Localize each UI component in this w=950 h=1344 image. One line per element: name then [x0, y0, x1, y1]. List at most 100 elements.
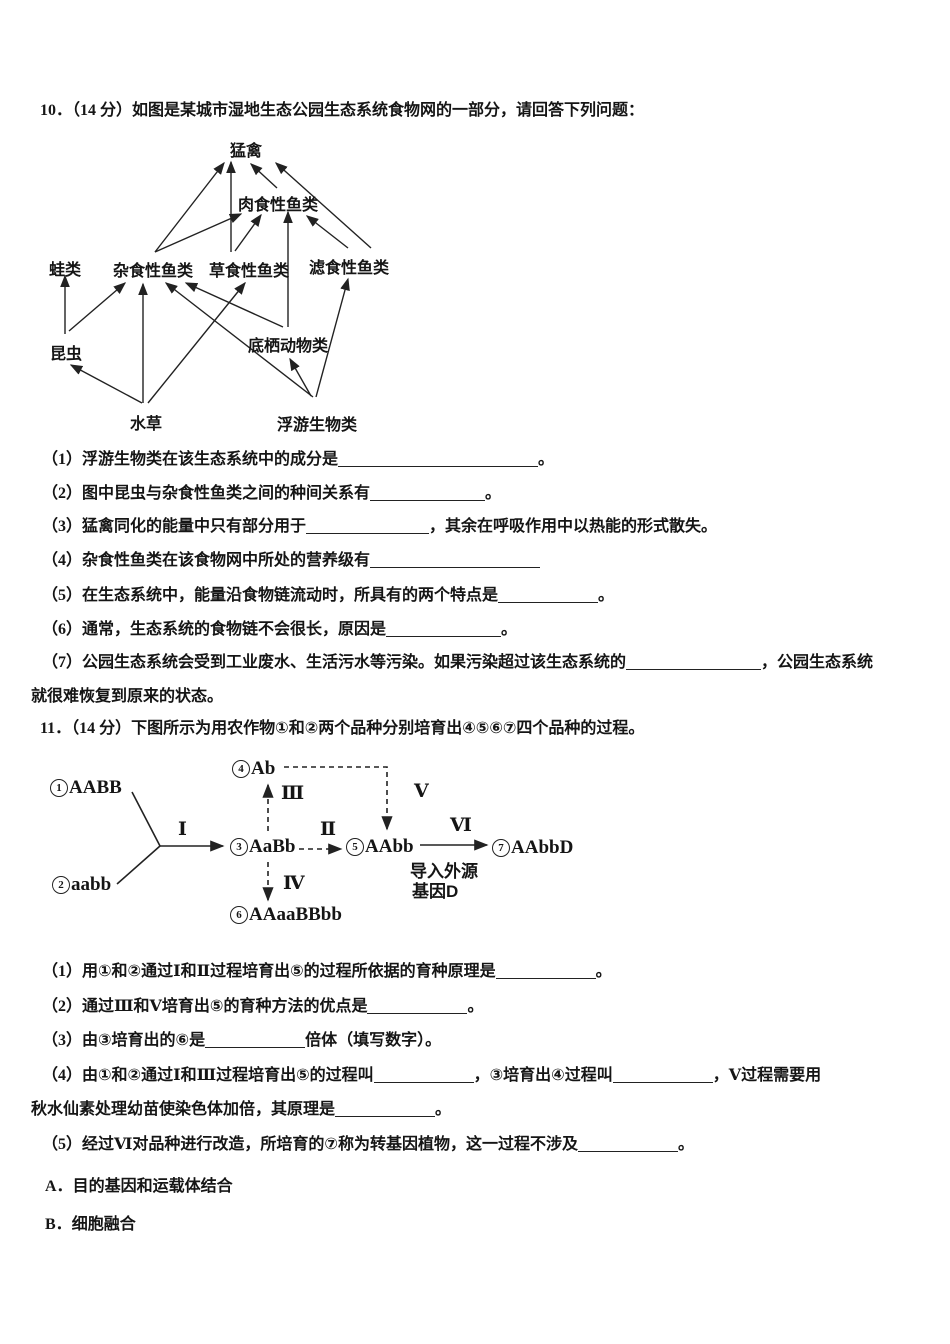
- circled-number: 3: [230, 838, 248, 856]
- part-text: （3）猛禽同化的能量中只有部分用于: [42, 518, 307, 535]
- arrow-water-plants-to-herbivorous-fish: [147, 281, 246, 404]
- circled-number: 7: [492, 839, 510, 857]
- option-text: 目的基因和运载体结合: [72, 1178, 233, 1195]
- q10-part-6: （6）通常，生态系统的食物链不会很长，原因是 。: [42, 619, 517, 640]
- foodweb-node-raptor: 猛禽: [230, 143, 263, 160]
- genotype-label: AAaaBBbb: [249, 904, 342, 925]
- option-a: A．目的基因和运载体结合: [45, 1176, 233, 1197]
- circled-number: 6: [230, 906, 248, 924]
- answer-blank: [612, 1068, 713, 1083]
- part-text: ，其余在呼吸作用中以热能的形式散失。: [429, 518, 718, 535]
- part-text: （7）公园生态系统会受到工业废水、生活污水等污染。如果污染超过该生态系统的: [42, 654, 627, 671]
- q10-part-1: （1）浮游生物类在该生态系统中的成分是。: [42, 449, 554, 470]
- answer-blank: [626, 655, 762, 670]
- answer-blank: [370, 486, 486, 501]
- answer-blank: [386, 622, 502, 637]
- step-label-I: Ⅰ: [178, 819, 187, 840]
- arrow-plankton-to-omnivorous-fish: [164, 282, 314, 398]
- foodweb-node-plankton: 浮游生物类: [277, 417, 358, 434]
- part-text: （2）图中昆虫与杂食性鱼类之间的种间关系有: [42, 485, 371, 502]
- q10-stem: 如图是某城市湿地生态公园生态系统食物网的一部分，请回答下列问题：: [132, 102, 645, 119]
- q10-part-7: （7）公园生态系统会受到工业废水、生活污水等污染。如果污染超过该生态系统的 ，公园…: [42, 652, 873, 673]
- arrow-step-V: [284, 766, 393, 831]
- q11-part-5: （5）经过Ⅵ对品种进行改造，所培育的⑦称为转基因植物，这一过程不涉及 。: [42, 1134, 694, 1155]
- answer-blank: [577, 1137, 678, 1152]
- genotype-label: Ab: [251, 758, 276, 779]
- part-text: （6）通常，生态系统的食物链不会很长，原因是: [42, 621, 387, 638]
- step-label-IV: Ⅳ: [283, 873, 305, 894]
- arrow-herbivorous-fish-to-carnivorous-fish: [234, 213, 262, 252]
- arrow-filter-fish-to-raptor: [274, 162, 372, 249]
- food-web-arrows: [60, 160, 372, 404]
- q11-header: 11．（14 分）下图所示为用农作物①和②两个品种分别培育出④⑤⑥⑦四个品种的过…: [40, 718, 644, 739]
- answer-blank: [306, 519, 430, 534]
- q10-part-7-continuation: 就很难恢复到原来的状态。: [31, 686, 223, 707]
- circled-number: 1: [50, 779, 68, 797]
- answer-blank: [370, 553, 541, 568]
- part-text: （5）经过Ⅵ对品种进行改造，所培育的⑦称为转基因植物，这一过程不涉及: [42, 1136, 578, 1153]
- arrow-benthic-animals-to-omnivorous-fish: [184, 282, 284, 328]
- part-text: 。: [501, 621, 518, 638]
- part-text: 秋水仙素处理幼苗使染色体加倍，其原理是: [31, 1101, 336, 1118]
- genotype-label: aabb: [71, 874, 112, 895]
- q11-number: 11．: [40, 720, 72, 737]
- part-text: （1）用①和②通过Ⅰ和Ⅱ过程培育出⑤的过程所依据的育种原理是: [42, 963, 496, 980]
- note-insert-foreign-gene-line1: 导入外源: [410, 862, 478, 881]
- foodweb-node-benthic-animals: 底栖动物类: [248, 338, 329, 355]
- circled-number: 4: [232, 760, 250, 778]
- arrow-filter-fish-to-carnivorous-fish: [305, 215, 349, 249]
- step-label-III: Ⅲ: [281, 783, 305, 804]
- option-label: B．: [45, 1216, 72, 1233]
- arrow-water-plants-to-insect: [69, 364, 143, 404]
- part-text: 。: [677, 1136, 694, 1153]
- answer-blank: [373, 1068, 474, 1083]
- step-label-VI: Ⅵ: [450, 815, 472, 836]
- foodweb-node-omnivorous-fish: 杂食性鱼类: [113, 263, 194, 280]
- foodweb-node-herbivorous-fish: 草食性鱼类: [209, 263, 290, 280]
- option-text: 细胞融合: [71, 1216, 136, 1233]
- part-text: 。: [485, 485, 502, 502]
- arrow-carnivorous-fish-to-raptor: [249, 163, 278, 189]
- answer-blank: [495, 964, 596, 979]
- q10-part-3: （3）猛禽同化的能量中只有部分用于 ，其余在呼吸作用中以热能的形式散失。: [42, 516, 717, 537]
- part-text: （3）由③培育出的⑥是: [42, 1032, 206, 1049]
- q11-part-1: （1）用①和②通过Ⅰ和Ⅱ过程培育出⑤的过程所依据的育种原理是。: [42, 961, 612, 982]
- step-label-V: Ⅴ: [414, 781, 429, 802]
- line-parent2-to-cross: [116, 845, 161, 885]
- answer-blank: [367, 999, 468, 1014]
- part-text: ，公园生态系统: [761, 654, 874, 671]
- genotype-label: AAbb: [365, 836, 414, 857]
- answer-blank: [205, 1033, 306, 1048]
- arrow-omnivorous-fish-to-raptor: [154, 161, 225, 253]
- answer-blank: [498, 588, 599, 603]
- arrow-insect-to-omnivorous-fish: [68, 282, 127, 332]
- q11-part-2: （2）通过Ⅲ和Ⅴ培育出⑤的育种方法的优点是 。: [42, 996, 483, 1017]
- part-text: （2）通过Ⅲ和Ⅴ培育出⑤的育种方法的优点是: [42, 998, 368, 1015]
- line-parent1-to-cross: [131, 791, 161, 847]
- part-text: 倍体（填写数字）。: [305, 1032, 442, 1049]
- part-text: 。: [435, 1101, 452, 1118]
- circled-number: 2: [52, 876, 70, 894]
- foodweb-node-insect: 昆虫: [50, 346, 83, 363]
- foodweb-node-carnivorous-fish: 肉食性鱼类: [238, 197, 319, 214]
- answer-blank: [338, 452, 539, 467]
- q11-part-4: （4）由①和②通过Ⅰ和Ⅲ过程培育出⑤的过程叫，③培育出④过程叫，Ⅴ过程需要用: [42, 1065, 821, 1086]
- q10-part-2: （2）图中昆虫与杂食性鱼类之间的种间关系有 。: [42, 483, 501, 504]
- q10-part-5: （5）在生态系统中，能量沿食物链流动时，所具有的两个特点是。: [42, 585, 614, 606]
- part-text: （4）由①和②通过Ⅰ和Ⅲ过程培育出⑤的过程叫: [42, 1067, 374, 1084]
- part-text: 。: [467, 998, 484, 1015]
- part-text: 。: [598, 587, 615, 604]
- part-text: 。: [538, 451, 555, 468]
- note-insert-foreign-gene-line2: 基因D: [412, 882, 459, 901]
- arrow-plankton-to-benthic-animals: [289, 357, 312, 397]
- foodweb-node-water-plants: 水草: [130, 416, 163, 433]
- circled-number: 5: [346, 838, 364, 856]
- part-text: ，Ⅴ过程需要用: [712, 1067, 822, 1084]
